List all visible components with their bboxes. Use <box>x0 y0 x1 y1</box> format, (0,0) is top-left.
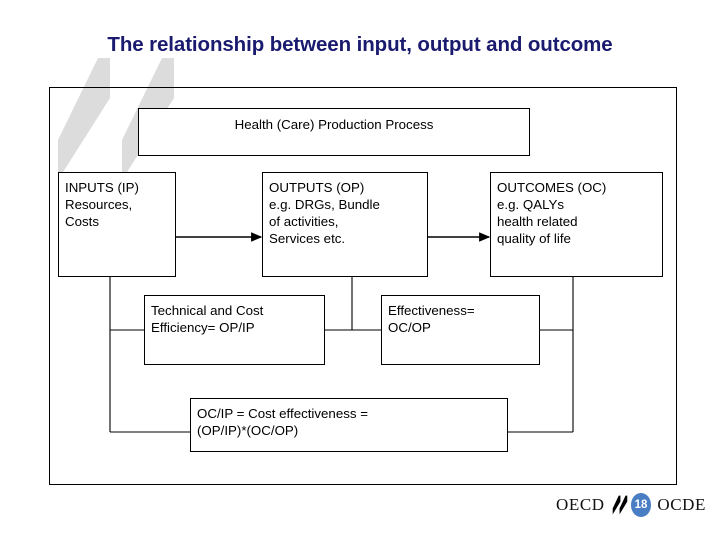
box-health-care-production-process: Health (Care) Production Process <box>138 108 530 156</box>
logo-text-ocde: OCDE <box>657 495 706 514</box>
box-outputs-text: OUTPUTS (OP) e.g. DRGs, Bundle of activi… <box>269 180 380 247</box>
box-effectiveness-text: Effectiveness= OC/OP <box>388 303 475 336</box>
box-outcomes-text: OUTCOMES (OC) e.g. QALYs health related … <box>497 180 607 247</box>
box-inputs-text: INPUTS (IP) Resources, Costs <box>65 180 139 230</box>
box-outputs: OUTPUTS (OP) e.g. DRGs, Bundle of activi… <box>262 172 428 277</box>
box-efficiency-text: Technical and Cost Efficiency= OP/IP <box>151 303 264 336</box>
logo-text-oecd: OECD <box>556 495 605 514</box>
box-costeff-text: OC/IP = Cost effectiveness = (OP/IP)*(OC… <box>197 406 368 439</box>
oecd-logo: OECD 18 OCDE <box>556 489 706 521</box>
page-title: The relationship between input, output a… <box>107 33 613 56</box>
box-cost-effectiveness: OC/IP = Cost effectiveness = (OP/IP)*(OC… <box>190 398 508 452</box>
box-effectiveness: Effectiveness= OC/OP <box>381 295 540 365</box>
box-header-label: Health (Care) Production Process <box>234 117 434 132</box>
box-technical-and-cost-efficiency: Technical and Cost Efficiency= OP/IP <box>144 295 325 365</box>
page-number-badge: 18 <box>630 493 652 517</box>
double-chevron-icon <box>612 495 627 515</box>
diagram-frame <box>49 87 677 485</box>
box-outcomes: OUTCOMES (OC) e.g. QALYs health related … <box>490 172 663 277</box>
box-inputs: INPUTS (IP) Resources, Costs <box>58 172 176 277</box>
